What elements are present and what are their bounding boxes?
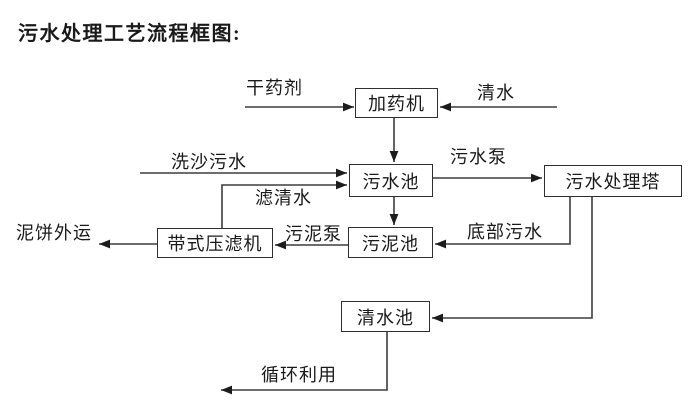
diagram-title: 污水处理工艺流程框图: — [18, 23, 242, 45]
edge-filtered-water-to-sewage-pool — [221, 180, 347, 228]
label-mud-cake-out: 泥饼外运 — [16, 223, 92, 243]
edge-clear-pool-to-recycle — [221, 332, 388, 395]
node-sludge-pool: 污泥池 — [348, 227, 433, 258]
label-recycle-use: 循环利用 — [261, 365, 337, 385]
node-dosing-machine: 加药机 — [355, 88, 438, 118]
label-bottom-sewage: 底部污水 — [467, 222, 543, 242]
label-sludge-pump: 污泥泵 — [285, 224, 342, 244]
node-clear-water-pool: 清水池 — [341, 301, 430, 332]
node-sewage-pool: 污水池 — [349, 164, 433, 197]
node-belt-filter-press: 带式压滤机 — [157, 228, 273, 258]
edge-bottom-sewage-to-sludge-pool — [435, 197, 571, 249]
label-dry-agent: 干药剂 — [246, 78, 303, 98]
label-clean-water: 清水 — [477, 83, 515, 103]
node-treatment-tower: 污水处理塔 — [544, 165, 682, 197]
edge-tower-to-clear-pool — [432, 197, 593, 323]
label-sewage-pump: 污水泵 — [450, 147, 507, 167]
label-sand-wash-sewage: 洗沙污水 — [171, 152, 247, 172]
label-filtered-water: 滤清水 — [255, 188, 312, 208]
